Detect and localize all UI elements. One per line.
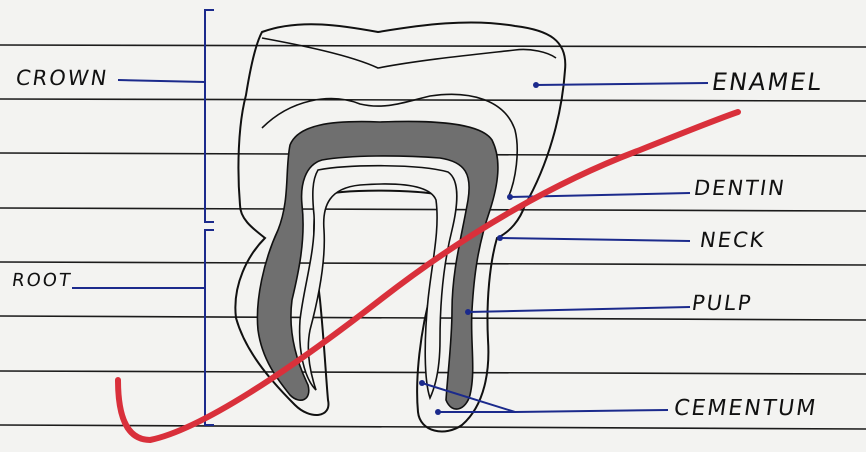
cementum-pointer-dot-2 — [435, 409, 441, 415]
cementum-pointer-dot-1 — [419, 380, 425, 386]
enamel-label: ENAMEL — [710, 68, 825, 96]
root-bracket — [205, 230, 214, 425]
cementum-label: CEMENTUM — [672, 396, 819, 421]
neck-pointer-dot — [497, 235, 503, 241]
pulp-pointer-dot — [465, 309, 471, 315]
dentin-pointer-dot — [507, 194, 513, 200]
root-label: ROOT — [11, 270, 74, 291]
neck-pointer-line — [500, 238, 690, 241]
pulp-cavity — [300, 166, 457, 398]
crown-bracket — [205, 10, 214, 222]
dentin-label: DENTIN — [692, 176, 787, 200]
enamel-pointer-dot — [533, 82, 539, 88]
enamel-pointer-line — [535, 83, 708, 85]
crown-pointer-line — [118, 80, 205, 82]
pulp-label: PULP — [690, 291, 754, 315]
pulp-pointer-line — [468, 307, 690, 312]
enamel-top-edge — [262, 38, 556, 68]
crown-label: CROWN — [14, 66, 110, 90]
neck-label: NECK — [698, 228, 767, 252]
